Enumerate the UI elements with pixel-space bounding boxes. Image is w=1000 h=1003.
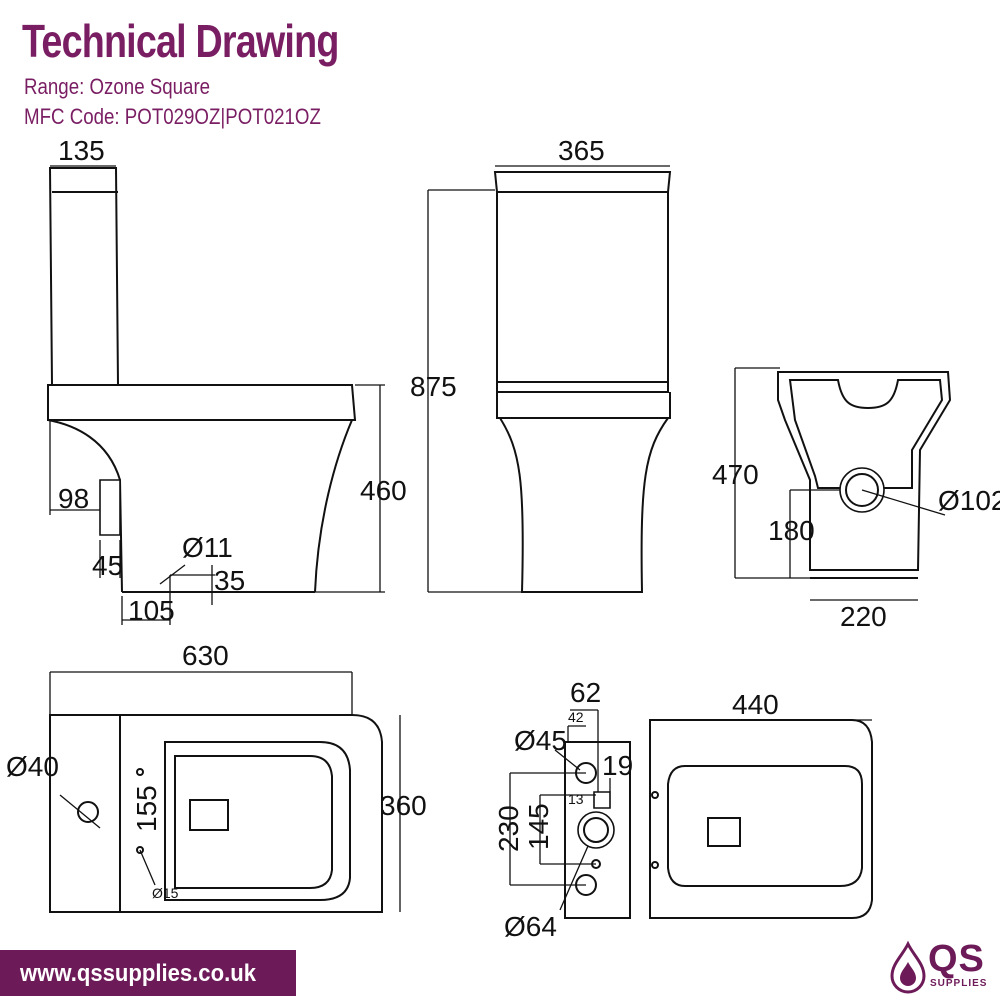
dim-155-text: 155 — [131, 785, 162, 832]
side-view: 135 460 98 45 Ø11 35 105 — [47, 135, 407, 626]
page-title: Technical Drawing — [22, 15, 339, 67]
front-view: 365 875 — [410, 135, 672, 593]
side-cistern-body — [48, 167, 120, 386]
plan-bowl-outline — [649, 719, 873, 919]
website-link[interactable]: www.qssupplies.co.uk — [20, 960, 256, 987]
dim-630-text: 630 — [182, 640, 229, 671]
plan-cistern — [564, 741, 631, 919]
top-fix-hole-1 — [136, 768, 144, 776]
dim-19-text: 19 — [602, 750, 633, 781]
plan-fix-hole-1 — [651, 791, 659, 799]
top-fix-hole-2 — [136, 846, 144, 854]
side-seat — [47, 384, 357, 421]
dim-365-text: 365 — [558, 135, 605, 166]
dim-440-text: 440 — [732, 689, 779, 720]
dim-105-text: 105 — [128, 595, 175, 626]
side-outlet — [99, 479, 121, 536]
top-flush-button — [189, 799, 229, 831]
dim-145-text: 145 — [523, 803, 554, 850]
mfc-code-label: MFC Code: POT029OZ|POT021OZ — [24, 104, 321, 129]
logo-text: QS — [928, 938, 985, 980]
side-bowl-back — [314, 419, 353, 593]
dim-d45-text: Ø45 — [514, 725, 567, 756]
logo-drop-icon — [890, 940, 926, 994]
plan-view: 62 42 440 Ø45 19 13 230 145 Ø64 — [493, 677, 873, 942]
dim-875-text: 875 — [410, 371, 457, 402]
plan-fix-hole-2 — [651, 861, 659, 869]
top-outline — [49, 714, 383, 913]
dim-d15-leader — [139, 849, 156, 886]
front-seat — [496, 392, 671, 419]
dim-470-text: 470 — [712, 459, 759, 490]
plan-flush-button — [707, 817, 741, 847]
dim-45-text: 45 — [92, 550, 123, 581]
top-seat-outer — [164, 741, 351, 901]
dim-180-text: 180 — [768, 515, 815, 546]
dim-220-text: 220 — [840, 601, 887, 632]
dim-d40-leader — [59, 794, 101, 829]
dim-360-text: 360 — [380, 790, 427, 821]
dim-35-text: 35 — [214, 565, 245, 596]
dim-d102-leader — [861, 489, 946, 516]
side-bowl-front — [47, 419, 123, 593]
dim-d45-leader — [554, 749, 581, 771]
dim-d15-text: Ø15 — [152, 885, 179, 901]
back-outline — [777, 371, 952, 571]
front-cistern-lid — [493, 171, 672, 193]
range-label: Range: Ozone Square — [24, 74, 211, 99]
logo-subtext: SUPPLIES — [930, 978, 988, 989]
top-view: 630 Ø40 360 155 Ø15 — [6, 640, 427, 913]
qs-logo: QS SUPPLIES — [888, 938, 996, 998]
dim-13-text: 13 — [568, 791, 584, 807]
back-inner — [788, 379, 944, 489]
back-view: 470 180 220 Ø102 — [712, 367, 1000, 632]
dim-d64-leader — [559, 845, 589, 911]
front-cistern — [496, 192, 669, 383]
footer-bar: www.qssupplies.co.uk — [0, 950, 296, 996]
front-bowl — [499, 417, 669, 593]
plan-seat — [667, 765, 863, 887]
dim-d11-text: Ø11 — [182, 532, 233, 563]
dim-135-text: 135 — [58, 135, 105, 166]
dim-460-text: 460 — [360, 475, 407, 506]
dim-42-text: 42 — [568, 709, 584, 725]
dim-98-text: 98 — [58, 483, 89, 514]
dim-62-text: 62 — [570, 677, 601, 708]
dim-d102-text: Ø102 — [938, 485, 1000, 516]
top-seat-inner — [174, 755, 333, 889]
plan-valve-block — [593, 791, 611, 809]
dim-230-text: 230 — [493, 805, 524, 852]
top-inlet-hole — [77, 801, 99, 823]
dim-d40-text: Ø40 — [6, 751, 59, 782]
dim-d64-text: Ø64 — [504, 911, 557, 942]
